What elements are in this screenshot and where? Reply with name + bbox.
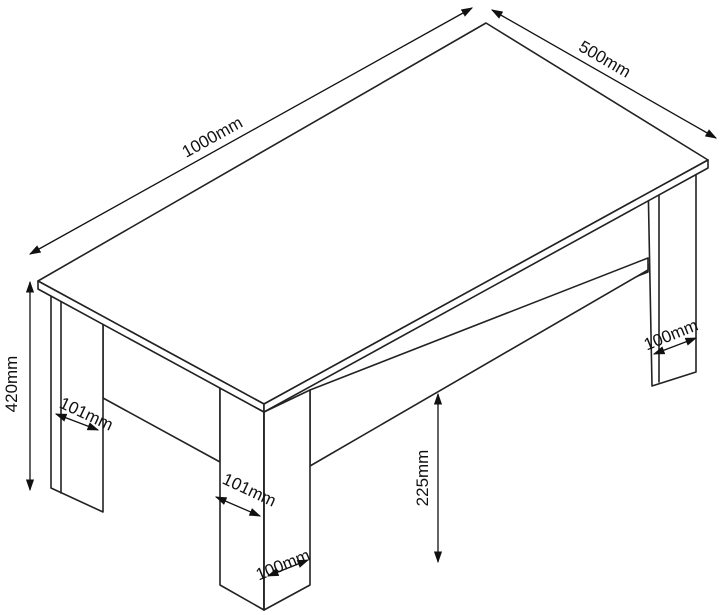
- dim-height: 420mm: [2, 280, 35, 492]
- dim-clearance-label: 225mm: [413, 450, 432, 507]
- dim-height-label: 420mm: [2, 356, 21, 413]
- dim-clearance: 225mm: [413, 392, 443, 564]
- dim-length-label: 1000mm: [179, 113, 246, 162]
